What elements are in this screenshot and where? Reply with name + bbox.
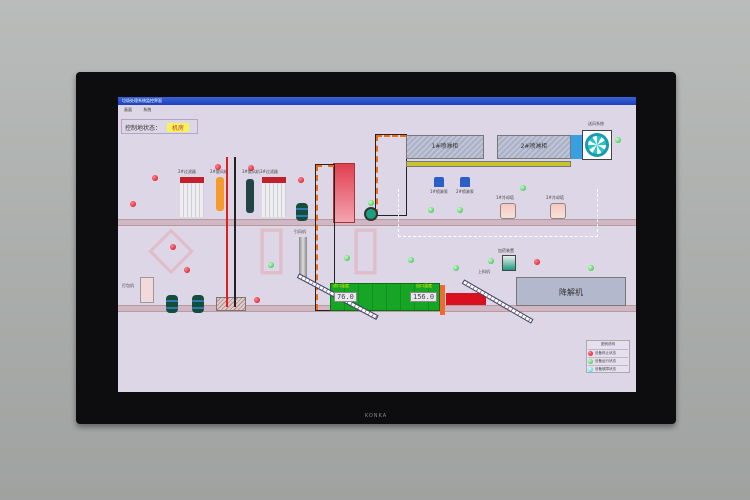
cooling-tower-1-label: 1#冷却塔: [496, 195, 514, 200]
pump-1-label: 1#喷淋泵: [430, 189, 448, 194]
tank: [296, 203, 308, 221]
status-lamp: [453, 265, 459, 271]
window-title: 垃圾处理系统监控界面: [118, 97, 636, 105]
status-lamp: [254, 297, 260, 303]
scada-screen: 垃圾处理系统监控界面 画面 系统 控制地状态：机房 ◇ ▯ ▯ 2#过滤器 2#…: [118, 97, 636, 392]
packer: [140, 277, 154, 303]
hopper: [216, 297, 246, 311]
pump-2-icon[interactable]: [460, 177, 470, 187]
status-lamp: [248, 165, 254, 171]
spray-tower-2[interactable]: 2#喷淋柜: [497, 135, 571, 159]
pump-1-icon[interactable]: [434, 177, 444, 187]
temp-inlet-label: 进口温度: [333, 283, 349, 288]
status-lamp: [298, 177, 304, 183]
cooling-tower-2-label: 2#冷却塔: [546, 195, 564, 200]
control-status-value[interactable]: 机房: [167, 123, 190, 132]
status-lamp: [520, 185, 526, 191]
monitor-brand: KONKA: [364, 413, 388, 419]
fan-connector: [571, 135, 582, 159]
cyclone-3: [246, 179, 254, 213]
status-lamp: [368, 200, 374, 206]
pump-2-label: 2#喷淋泵: [456, 189, 474, 194]
status-lamp: [534, 259, 540, 265]
legend-row-running: 设备运行状态: [588, 357, 628, 365]
red-lamp-icon: [588, 351, 593, 356]
exhaust-duct: [375, 134, 407, 216]
additive-tank: [502, 255, 516, 271]
filter-2: [180, 177, 204, 217]
green-lamp-icon: [588, 359, 593, 364]
spray-tank: [406, 161, 571, 167]
dryer-door: [440, 285, 445, 315]
status-lamp: [130, 201, 136, 207]
crusher: [446, 293, 486, 305]
filter-2-label: 2#过滤器: [178, 169, 196, 174]
upper-floor: [118, 219, 636, 226]
status-lamp: [184, 267, 190, 273]
red-line: [226, 157, 228, 307]
fan-icon[interactable]: [582, 130, 612, 160]
status-lamp: [268, 262, 274, 268]
filter-3: [262, 177, 286, 217]
additive-label: 加药装置: [498, 248, 514, 253]
temp-inlet-readout: 76.0: [334, 292, 357, 302]
cyclone-2: [216, 177, 224, 211]
cyclone-3-label: 3#旋风机: [242, 169, 260, 174]
cooling-tower-2: [550, 203, 566, 219]
legend-row-stopped: 设备停止状态: [588, 349, 628, 357]
menu-item-system[interactable]: 系统: [143, 107, 152, 112]
packer-label: 打包机: [122, 283, 134, 288]
status-lamp: [615, 137, 621, 143]
hot-air-duct: [315, 164, 335, 311]
status-lamp: [588, 265, 594, 271]
legend: 图例说明 设备停止状态 设备运行状态 设备故障状态: [586, 340, 630, 373]
conveyor-label: 上料机: [478, 269, 490, 274]
temp-outlet-label: 出口温度: [416, 283, 432, 288]
status-lamp: [457, 207, 463, 213]
legend-stopped-label: 设备停止状态: [595, 351, 616, 355]
control-status: 控制地状态： 机房: [121, 119, 198, 134]
bin-1: [166, 295, 178, 313]
status-lamp: [170, 244, 176, 250]
temp-outlet-readout: 156.0: [410, 292, 438, 302]
legend-title: 图例说明: [601, 342, 615, 346]
hot-air-furnace: [333, 163, 355, 223]
legend-running-label: 设备运行状态: [595, 359, 616, 363]
status-lamp: [488, 258, 494, 264]
filter-3-label: 3#过滤器: [260, 169, 278, 174]
degrader[interactable]: 降解机: [516, 277, 626, 306]
legend-row-fault: 设备故障状态: [588, 365, 628, 373]
status-lamp: [428, 207, 434, 213]
black-line: [234, 157, 236, 307]
cyclone-dryer: [299, 237, 307, 277]
menu-item-screen[interactable]: 画面: [124, 107, 132, 112]
status-lamp: [215, 164, 221, 170]
cyclone-2-label: 2#旋风机: [210, 169, 228, 174]
water-pipe: [398, 189, 598, 237]
spray-tower-1[interactable]: 1#喷淋柜: [406, 135, 484, 159]
legend-fault-label: 设备故障状态: [595, 367, 616, 371]
blower-icon: [364, 207, 378, 221]
menu-bar: 画面 系统: [118, 105, 636, 114]
status-lamp: [408, 257, 414, 263]
bin-2: [192, 295, 204, 313]
fan-label: 送风系统: [588, 121, 604, 126]
status-lamp: [344, 255, 350, 261]
cooling-tower-1: [500, 203, 516, 219]
dryer-fan-label: 引风机: [294, 229, 306, 234]
control-status-label: 控制地状态：: [125, 125, 162, 132]
status-lamp: [152, 175, 158, 181]
cyan-lamp-icon: [588, 367, 593, 372]
